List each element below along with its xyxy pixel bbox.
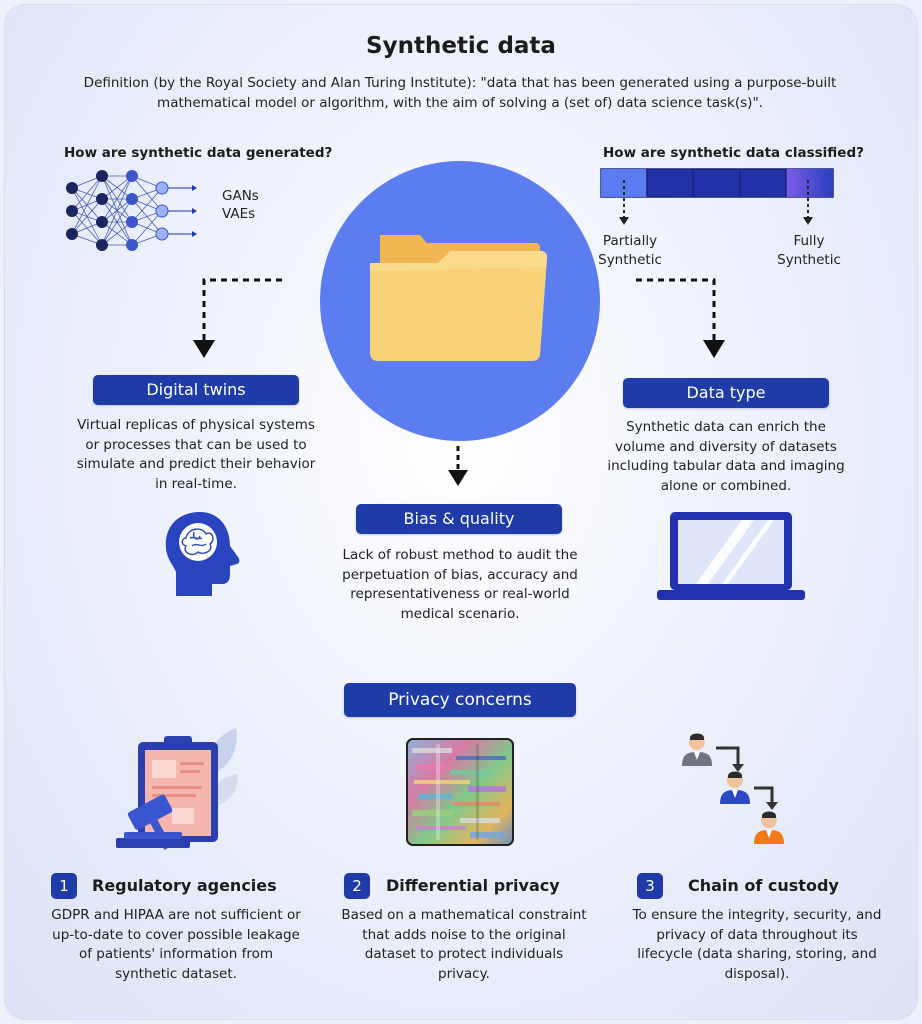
- neural-network-icon: [66, 170, 197, 251]
- digital-twins-description: Virtual replicas of physical systems or …: [76, 417, 316, 492]
- connector-digital-twins: [193, 278, 282, 358]
- method-gans: GANs: [222, 188, 259, 204]
- connector-data-type: [636, 278, 725, 358]
- partially-label-1: Partially: [602, 233, 658, 249]
- differential-privacy-title: Differential privacy: [386, 876, 560, 895]
- privacy-number-2: 2: [344, 873, 370, 899]
- privacy-concerns-label: Privacy concerns: [344, 683, 576, 717]
- classified-question: How are synthetic data classified?: [603, 145, 864, 161]
- person-3: [754, 811, 784, 844]
- clipboard-gavel-icon: [116, 728, 238, 850]
- brain-head-icon: [165, 512, 240, 596]
- person-1: [682, 733, 712, 766]
- privacy-number-3: 3: [637, 873, 663, 899]
- bias-quality-description: Lack of robust method to audit the perpe…: [342, 547, 578, 622]
- people-chain-icon: [682, 733, 784, 844]
- regulatory-agencies-description: GDPR and HIPAA are not sufficient or up-…: [51, 907, 301, 982]
- person-2: [720, 771, 750, 804]
- noise-image-icon: [406, 738, 514, 846]
- central-circle: [320, 161, 600, 441]
- chain-of-custody-description: To ensure the integrity, security, and p…: [632, 907, 882, 982]
- page-title: Synthetic data: [366, 33, 556, 59]
- fully-label-2: Synthetic: [777, 252, 841, 268]
- privacy-number-1: 1: [51, 873, 77, 899]
- partially-label-2: Synthetic: [598, 252, 662, 268]
- generated-question: How are synthetic data generated?: [64, 145, 333, 161]
- method-vaes: VAEs: [222, 206, 256, 222]
- connector-bias: [448, 446, 468, 486]
- differential-privacy-description: Based on a mathematical constraint that …: [341, 907, 587, 982]
- regulatory-agencies-title: Regulatory agencies: [92, 876, 277, 895]
- definition-text: Definition (by the Royal Society and Ala…: [83, 75, 837, 111]
- data-type-label: Data type: [623, 378, 829, 408]
- classification-bar: [600, 168, 834, 225]
- fully-label-1: Fully: [793, 233, 825, 249]
- data-type-description: Synthetic data can enrich the volume and…: [607, 419, 845, 494]
- bias-quality-label: Bias & quality: [356, 504, 562, 534]
- chain-of-custody-title: Chain of custody: [688, 876, 839, 895]
- digital-twins-label: Digital twins: [93, 375, 299, 405]
- laptop-icon: [657, 512, 805, 600]
- folder-icon: [370, 235, 548, 361]
